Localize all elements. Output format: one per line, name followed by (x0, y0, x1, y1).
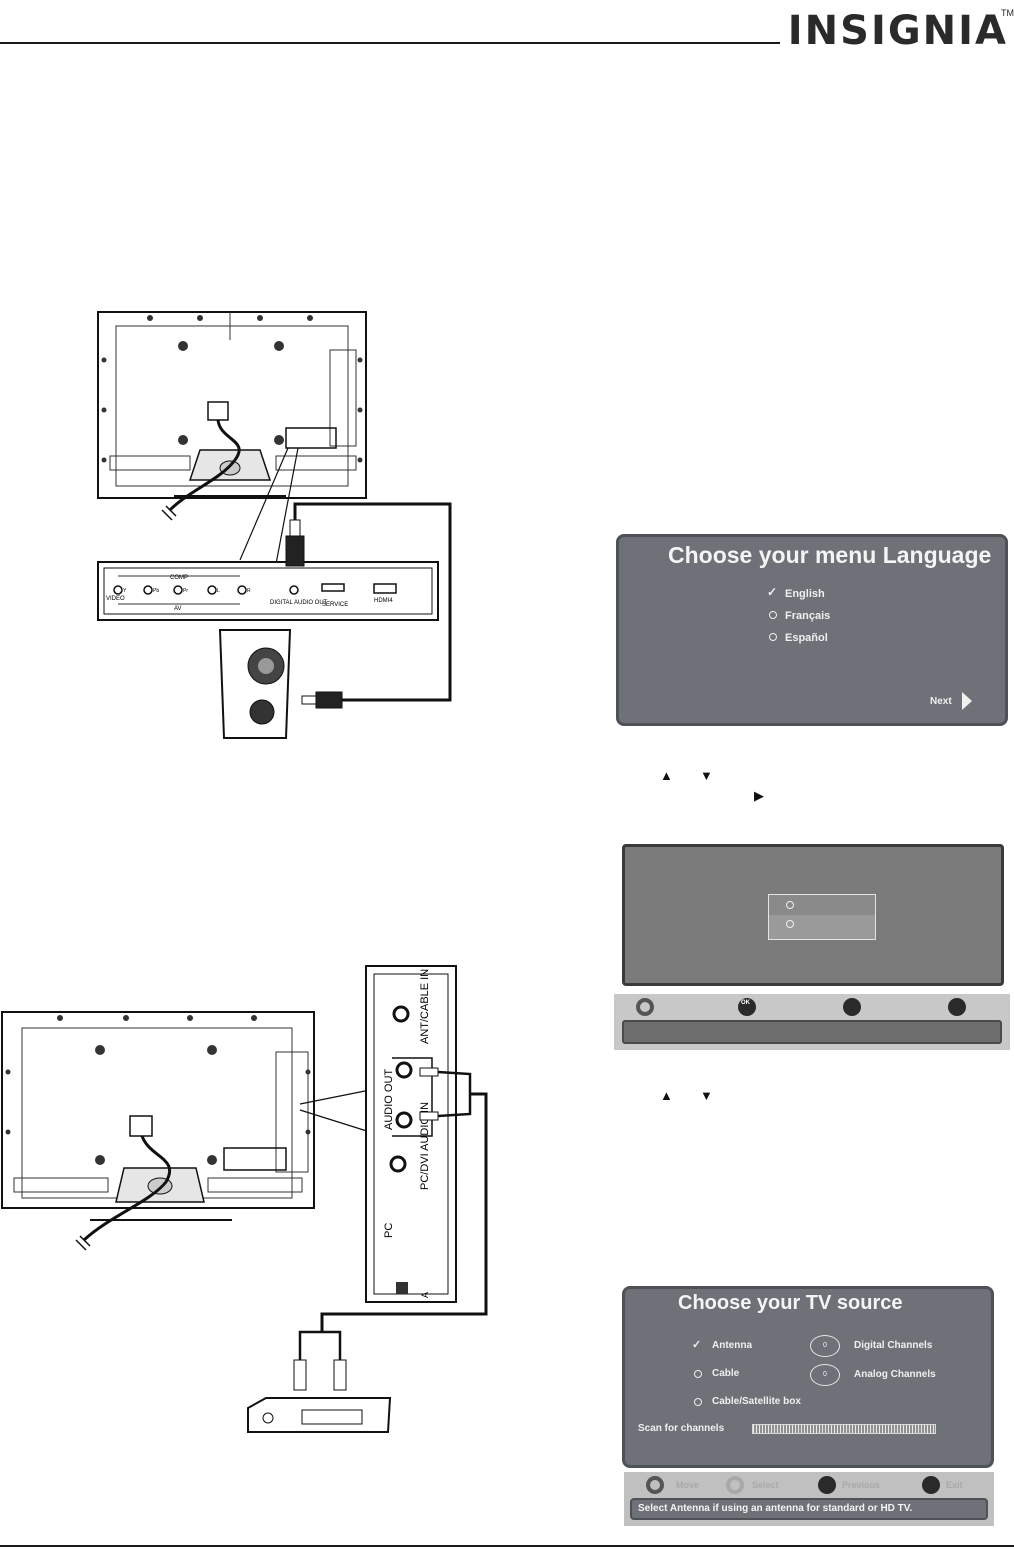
digital-channels-label: Digital Channels (854, 1340, 933, 1351)
previous-button-icon (843, 998, 861, 1016)
exit-button-icon (922, 1476, 940, 1494)
label-ant-cable-in: ANT/CABLE IN (419, 969, 431, 1044)
language-screen-title: Choose your menu Language (668, 542, 992, 568)
up-arrow-icon: ▲ (660, 768, 673, 783)
down-arrow-icon: ▼ (700, 1088, 713, 1103)
header-rule (0, 42, 780, 44)
brand-logo: INSIGNIA (787, 8, 1008, 54)
scan-label: Scan for channels (638, 1423, 725, 1434)
up-arrow-icon: ▲ (660, 1088, 673, 1103)
move-icon (636, 998, 654, 1016)
checkmark-icon: ✓ (692, 1339, 702, 1351)
label-audio-out: AUDIO OUT (383, 1069, 395, 1130)
radio-icon (694, 1398, 702, 1406)
footer-rule (0, 1545, 1014, 1547)
mode-help-bar (622, 1020, 1002, 1044)
label-pc: PC (383, 1223, 395, 1238)
radio-icon (786, 901, 794, 909)
label-pr: Pr (183, 588, 188, 594)
radio-icon (694, 1370, 702, 1378)
language-option-english[interactable]: English (785, 588, 825, 600)
label-r: R (247, 588, 251, 594)
source-help-text: Select Antenna if using an antenna for s… (630, 1498, 988, 1520)
radio-icon (786, 920, 794, 928)
digital-channel-count: 0 (810, 1335, 840, 1357)
label-l: L (217, 588, 220, 594)
play-arrow-icon (962, 692, 972, 710)
exit-button-icon (948, 998, 966, 1016)
right-arrow-icon: ▶ (754, 788, 764, 803)
tv-source-title: Choose your TV source (678, 1292, 903, 1314)
nav-select-label: Select (752, 1480, 779, 1490)
radio-icon (769, 611, 777, 619)
tv-analog-audio-diagram: ANT/CABLE IN AUDIO OUT PC/DVI AUDIO IN P… (1, 965, 488, 1433)
nav-previous-label: Previous (842, 1480, 881, 1490)
analog-channel-count: 0 (810, 1364, 840, 1386)
analog-channels-label: Analog Channels (854, 1369, 936, 1380)
label-y: Y (123, 588, 127, 594)
language-option-francais[interactable]: Français (785, 610, 831, 622)
ok-button-icon (738, 998, 756, 1016)
label-av: AV (174, 606, 182, 612)
mode-option-selected[interactable] (769, 895, 875, 915)
label-service: SERVICE (322, 602, 348, 608)
trademark-mark: TM (1001, 8, 1014, 18)
select-icon (726, 1476, 744, 1494)
source-option-cable[interactable]: Cable (712, 1368, 740, 1379)
label-video: VIDEO (106, 596, 125, 602)
tv-digital-audio-diagram: COMP AV VIDEO Y Pb Pr L R DIGITAL AUDIO … (97, 311, 452, 739)
label-digital-audio-out: DIGITAL AUDIO OUT (270, 600, 328, 606)
tv-source-screen (622, 1286, 994, 1468)
move-icon (646, 1476, 664, 1494)
next-button[interactable]: Next (930, 696, 952, 707)
label-hdmi4: HDMI4 (374, 598, 393, 604)
source-option-cable-satellite[interactable]: Cable/Satellite box (712, 1396, 801, 1407)
nav-exit-label: Exit (946, 1480, 963, 1490)
down-arrow-icon: ▼ (700, 768, 713, 783)
checkmark-icon: ✓ (767, 585, 778, 599)
source-option-antenna[interactable]: Antenna (712, 1340, 752, 1351)
label-pc-dvi-audio-in: PC/DVI AUDIO IN (419, 1102, 431, 1190)
ok-label: OK (741, 1000, 750, 1006)
language-screen (616, 534, 1008, 726)
label-comp: COMP (170, 575, 188, 581)
scan-progress-bar (752, 1424, 936, 1434)
nav-move-label: Move (676, 1480, 700, 1490)
language-option-espanol[interactable]: Español (785, 632, 828, 644)
label-a: A (420, 1292, 430, 1298)
previous-button-icon (818, 1476, 836, 1494)
label-pb: Pb (153, 588, 159, 594)
radio-icon (769, 633, 777, 641)
